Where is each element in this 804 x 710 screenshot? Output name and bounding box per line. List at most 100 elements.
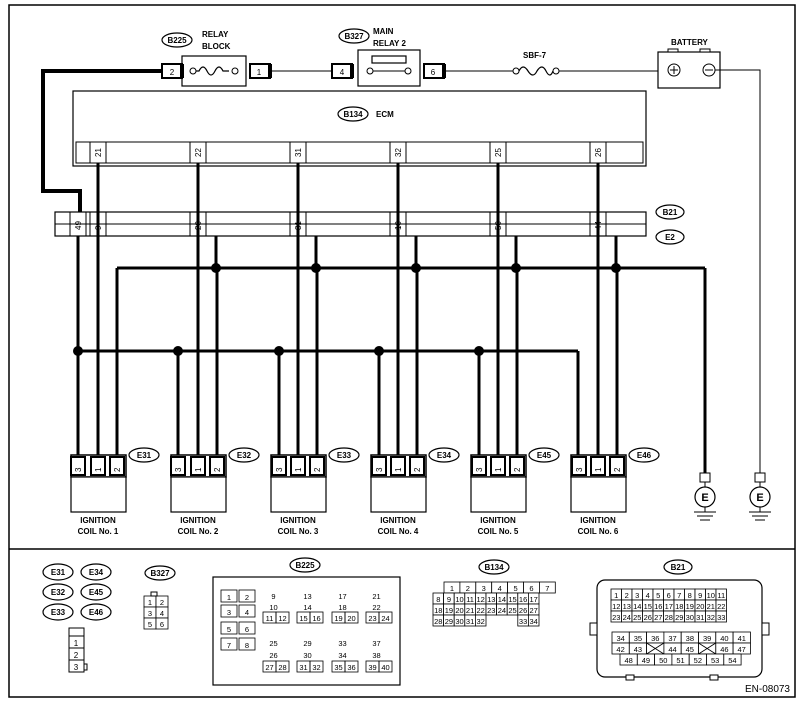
legend-b134-pin-number: 24	[498, 606, 506, 615]
legend-b134-pin-number: 3	[482, 584, 486, 593]
junction-dot	[511, 263, 521, 273]
legend-b134-pin-number: 9	[447, 595, 451, 604]
fuse-symbol	[518, 66, 554, 76]
legend-b21-pin-number: 1	[614, 591, 618, 600]
legend-b134-pin-number: 14	[498, 595, 506, 604]
document-code: EN-08073	[745, 684, 790, 695]
coil-pin-number: 1	[194, 467, 203, 472]
battery-label: BATTERY	[671, 38, 709, 47]
legend-b134-pin-number: 6	[529, 584, 533, 593]
legend-coil-code-oval	[80, 563, 112, 581]
relay-block-terminal-right	[231, 67, 239, 75]
legend-b327-pin-number: 4	[160, 609, 164, 618]
legend-b21-pin-number: 2	[625, 591, 629, 600]
legend-b327-pin-number: 2	[160, 598, 164, 607]
legend-coil-code-oval	[80, 583, 112, 601]
ecm-code: B134	[343, 110, 363, 119]
legend-coil-connector: 1 2 3	[68, 627, 88, 673]
joint-pin-number: 50	[494, 221, 503, 230]
coil-pin-number: 3	[475, 467, 484, 472]
legend-b225-pin-number: 34	[338, 651, 346, 660]
legend-b21-pin-number: 21	[707, 602, 715, 611]
legend-b225-pin-number: 30	[303, 651, 311, 660]
coil-code: E32	[237, 451, 252, 460]
legend-b134-pin-number: 5	[513, 584, 517, 593]
coil-pin-number: 3	[575, 467, 584, 472]
legend-b134-pin-number: 2	[466, 584, 470, 593]
junction-dot	[611, 263, 621, 273]
relay-block-title2: BLOCK	[202, 42, 231, 51]
junction-dot	[173, 346, 183, 356]
coil-pin	[90, 456, 106, 476]
legend-b21-pin-number: 36	[651, 634, 659, 643]
legend-b21-pin-number: 13	[623, 602, 631, 611]
legend-b21-pin-number: 10	[707, 591, 715, 600]
joint-code-bottom-oval	[655, 229, 685, 245]
fuse-label: SBF-7	[523, 51, 547, 60]
legend-b225-body	[212, 576, 401, 686]
legend-coil-code-oval	[42, 603, 74, 621]
diagram-frame	[8, 4, 796, 698]
legend-b134-code: B134	[484, 563, 504, 572]
coil-pin	[190, 456, 206, 476]
legend-b134-pin-number: 4	[498, 584, 502, 593]
ecm: B134 ECM	[72, 90, 647, 167]
coil-pin-number: 1	[94, 467, 103, 472]
coil-name: IGNITION	[80, 516, 116, 525]
legend-b21-pin-number: 53	[711, 656, 719, 665]
legend-b21-pin-number: 40	[720, 634, 728, 643]
coil-pin-number: 1	[294, 467, 303, 472]
coil-body	[70, 476, 127, 513]
ground-engine: E	[694, 268, 716, 521]
legend-b134-pin-number: 16	[519, 595, 527, 604]
legend-b225-pin-number: 17	[338, 592, 346, 601]
legend-b327-pin-number: 3	[148, 609, 152, 618]
coil-pin	[471, 456, 487, 476]
legend-b225-pin	[344, 660, 359, 673]
coil-pin	[509, 456, 525, 476]
coil-body	[170, 476, 227, 513]
joint-pin-number: 31	[294, 221, 303, 230]
coil-pin-number: 2	[413, 467, 422, 472]
wire-relay-block-to-joint	[41, 69, 162, 212]
legend-b225-pin-number: 10	[269, 603, 277, 612]
legend-b225-pin-number: 39	[368, 663, 376, 672]
legend-b225-pin-number: 11	[266, 614, 274, 623]
legend-b225-pin-number: 28	[278, 663, 286, 672]
coil-pin-number: 3	[375, 467, 384, 472]
legend-b225-pin-number: 33	[338, 639, 346, 648]
legend-b21-pin-number: 54	[728, 656, 736, 665]
legend-b21-pin-number: 42	[616, 645, 624, 654]
legend-b134-pin-number: 11	[466, 595, 474, 604]
relay-block-code: B225	[167, 36, 187, 45]
legend-b225-pin-number: 6	[245, 625, 249, 634]
legend-b21-pin-number: 12	[612, 602, 620, 611]
fuse-sbf7: SBF-7	[512, 51, 560, 76]
legend-b134-pin-number: 31	[466, 617, 474, 626]
legend-b225-pin-number: 25	[269, 639, 277, 648]
main-relay-coil	[371, 55, 407, 64]
legend-b327-pin-number: 6	[160, 620, 164, 629]
legend-b21-pin	[732, 642, 751, 655]
legend-b225-pin-number: 40	[381, 663, 389, 672]
coil-name-2: COIL No. 1	[78, 527, 119, 536]
legend-coil-code: E34	[89, 568, 104, 577]
legend-b134-pin-number: 26	[519, 606, 527, 615]
main-relay-contact-left	[366, 67, 374, 75]
coil-body	[370, 476, 427, 513]
legend-b134-pin	[474, 614, 487, 627]
legend-b225-pin-number: 20	[347, 614, 355, 623]
legend-b225-pin	[238, 621, 256, 635]
legend-b134-pin-number: 30	[455, 617, 463, 626]
ecm-pin-number: 31	[294, 148, 303, 157]
legend-b21-pin-number: 29	[675, 613, 683, 622]
legend-coil-code: E33	[51, 608, 66, 617]
legend-coil-pin: 2	[74, 651, 79, 660]
legend-b225-pin-number: 24	[381, 614, 389, 623]
coil-pin	[409, 456, 425, 476]
legend-b225-pin-number: 9	[271, 592, 275, 601]
